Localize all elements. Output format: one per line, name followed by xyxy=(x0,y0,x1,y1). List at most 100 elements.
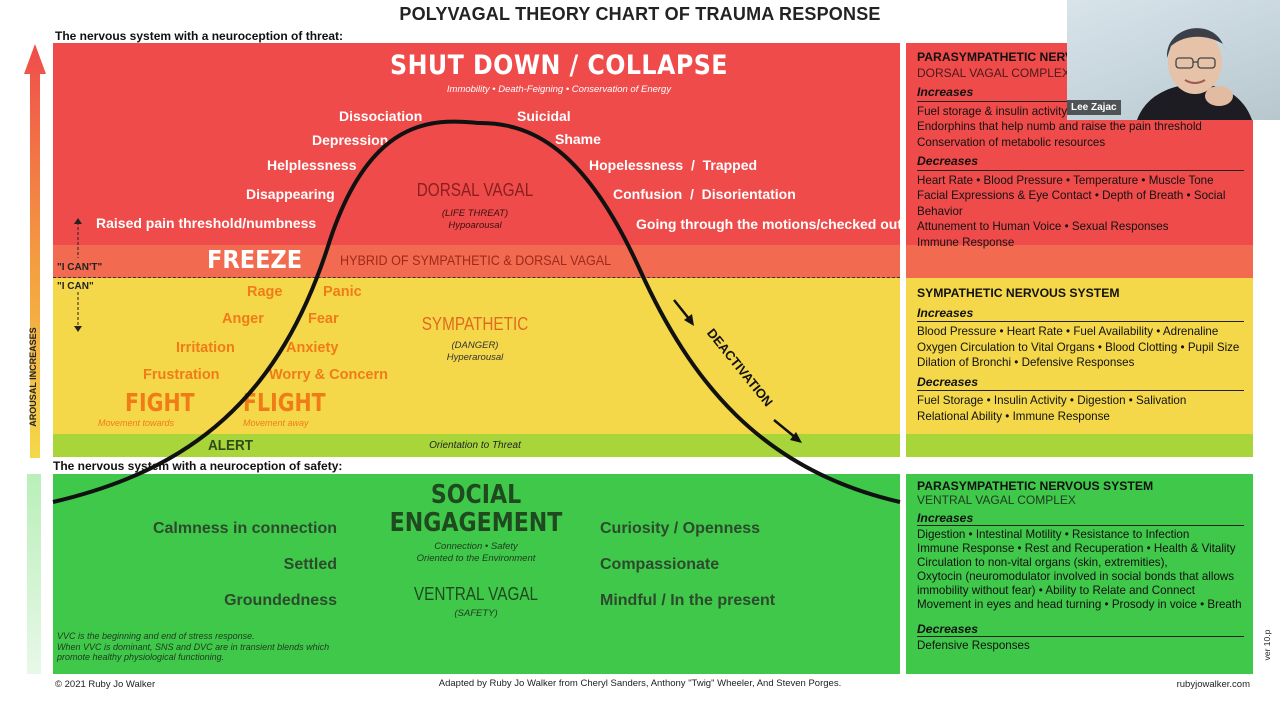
hypoarousal-label: Hypoarousal xyxy=(448,220,502,231)
panel-ventral-dec-item: Defensive Responses xyxy=(917,639,1030,652)
panel-symp-dec-label: Decreases xyxy=(917,375,1244,391)
panel-ventral-heading: PARASYMPATHETIC NERVOUS SYSTEM xyxy=(917,479,1154,493)
vvc-note-line: promote healthy physiological functionin… xyxy=(57,652,225,662)
vvc-note-line: VVC is the beginning and end of stress r… xyxy=(57,631,255,641)
panel-ventral-inc-item: Immune Response • Rest and Recuperation … xyxy=(917,542,1236,555)
ventral-vagal-label: VENTRAL VAGAL xyxy=(413,584,539,604)
word-confusion: Confusion / Disorientation xyxy=(613,186,796,202)
word-depression: Depression xyxy=(312,132,389,148)
panel-symp-inc-item: Dilation of Bronchi • Defensive Response… xyxy=(917,356,1135,369)
word-shame: Shame xyxy=(555,131,601,147)
panel-dorsal-dec-item: Facial Expressions & Eye Contact • Depth… xyxy=(917,189,1226,218)
word-mindful: Mindful / In the present xyxy=(600,592,776,609)
safety-heading: The nervous system with a neuroception o… xyxy=(53,459,343,473)
panel-symp-inc-item: Blood Pressure • Heart Rate • Fuel Avail… xyxy=(917,325,1219,338)
danger-label: (DANGER) xyxy=(451,340,499,351)
shutdown-title: SHUT DOWN / COLLAPSE xyxy=(390,50,728,81)
word-anxiety: Anxiety xyxy=(286,340,339,356)
fight-title: FIGHT xyxy=(125,388,195,417)
fight-sub: Movement towards xyxy=(98,418,175,428)
sympathetic-zone xyxy=(53,278,900,434)
word-worry: Worry & Concern xyxy=(269,367,388,383)
shutdown-subtitle: Immobility • Death-Feigning • Conservati… xyxy=(446,84,672,95)
word-dissociation: Dissociation xyxy=(339,108,423,124)
copyright: © 2021 Ruby Jo Walker xyxy=(55,679,156,690)
panel-symp-dec-item: Fuel Storage • Insulin Activity • Digest… xyxy=(917,394,1187,407)
panel-dorsal-dec-item: Immune Response xyxy=(917,235,1015,249)
word-rage: Rage xyxy=(247,284,283,300)
freeze-zone xyxy=(53,245,900,278)
panel-ventral-sub: VENTRAL VAGAL COMPLEX xyxy=(917,493,1076,507)
word-suicidal: Suicidal xyxy=(517,108,571,124)
word-disappearing: Disappearing xyxy=(246,186,335,202)
panel-ventral-inc-label: Increases xyxy=(917,511,1244,526)
shutdown-zone xyxy=(53,43,900,245)
word-fear: Fear xyxy=(308,311,339,327)
panel-symp-inc-item: Oxygen Circulation to Vital Organs • Blo… xyxy=(917,340,1240,354)
panel-ventral-bg xyxy=(906,474,1253,674)
life-threat-label: (LIFE THREAT) xyxy=(441,208,509,219)
panel-symp-dec-item: Relational Ability • Immune Response xyxy=(917,409,1110,423)
site-link: rubyjowalker.com xyxy=(1176,679,1250,690)
version-wrap: ver 10.p xyxy=(1250,630,1280,661)
oriented-label: Oriented to the Environment xyxy=(416,553,536,564)
threshold-line xyxy=(53,277,900,278)
page-title: POLYVAGAL THEORY CHART OF TRAUMA RESPONS… xyxy=(399,4,881,24)
panel-ventral-inc-item: Circulation to non-vital organs (skin, e… xyxy=(917,556,1168,569)
deactivation-arrow-top-icon xyxy=(672,298,698,333)
threat-heading: The nervous system with a neuroception o… xyxy=(55,29,344,43)
hyperarousal-label: Hyperarousal xyxy=(446,352,504,363)
safety-bar xyxy=(27,474,41,674)
dorsal-vagal-label: DORSAL VAGAL xyxy=(416,180,534,200)
freeze-title: FREEZE xyxy=(207,245,303,274)
word-panic: Panic xyxy=(323,284,362,300)
safety-label: (SAFETY) xyxy=(454,608,498,619)
alert-label: ALERT xyxy=(208,437,253,454)
word-compassionate: Compassionate xyxy=(600,556,720,573)
word-hopelessness: Hopelessness / Trapped xyxy=(589,157,758,173)
panel-dorsal-inc-item: Conservation of metabolic resources xyxy=(917,135,1106,149)
vvc-note: VVC is the beginning and end of stress r… xyxy=(57,631,329,663)
word-raised-pain: Raised pain threshold/numbness xyxy=(96,215,317,231)
ventral-zone xyxy=(53,474,900,674)
word-helplessness: Helplessness xyxy=(267,157,357,173)
panel-symp-heading: SYMPATHETIC NERVOUS SYSTEM xyxy=(917,286,1120,300)
word-settled: Settled xyxy=(283,556,337,573)
panel-ventral-inc-item: Digestion • Intestinal Motility • Resist… xyxy=(917,528,1190,541)
engagement-title: ENGAGEMENT xyxy=(389,508,563,538)
word-anger: Anger xyxy=(222,311,264,327)
panel-ventral-inc-item: immobility without fear) • Ability to Re… xyxy=(917,584,1195,597)
i-can-label: "I CAN" xyxy=(57,281,94,292)
panel-symp-inc-label: Increases xyxy=(917,306,1244,322)
panel-dorsal: PARASYMPATHETIC NERVOUS SYSTEM DORSAL VA… xyxy=(917,50,1252,250)
flight-sub: Movement away xyxy=(243,418,309,428)
i-cant-label: "I CAN'T" xyxy=(57,262,103,273)
connection-safety-label: Connection • Safety xyxy=(434,541,518,552)
video-tile[interactable]: Lee Zajac xyxy=(1067,0,1280,120)
word-going-through: Going through the motions/checked out xyxy=(636,216,902,232)
panel-alert-bg xyxy=(906,434,1253,457)
alert-zone xyxy=(53,434,900,457)
double-arrow-icon xyxy=(72,218,84,267)
sympathetic-label: SYMPATHETIC xyxy=(421,314,529,334)
word-groundedness: Groundedness xyxy=(224,592,337,609)
panel-ventral-dec-label: Decreases xyxy=(917,622,1244,637)
panel-dorsal-sub: DORSAL VAGAL COMPLEX xyxy=(917,65,1070,80)
panel-dorsal-dec-label: Decreases xyxy=(917,154,1244,171)
word-frustration: Frustration xyxy=(143,367,220,383)
panel-ventral: PARASYMPATHETIC NERVOUS SYSTEM VENTRAL V… xyxy=(917,479,1252,653)
person-avatar xyxy=(1137,28,1252,120)
double-arrow-down-icon xyxy=(72,292,84,337)
panel-dorsal-inc-item: Endorphins that help numb and raise the … xyxy=(917,120,1202,133)
vvc-note-line: When VVC is dominant, SNS and DVC are in… xyxy=(57,641,330,652)
panel-symp: SYMPATHETIC NERVOUS SYSTEM Increases Blo… xyxy=(917,286,1252,424)
word-curiosity: Curiosity / Openness xyxy=(600,520,761,537)
panel-dorsal-dec-item: Attunement to Human Voice • Sexual Respo… xyxy=(917,220,1169,233)
panel-freeze-bg xyxy=(906,245,1253,278)
panel-ventral-inc-item: Oxytocin (neuromodulator involved in soc… xyxy=(917,570,1235,583)
version-label: ver 10.p xyxy=(1262,629,1272,661)
panel-symp-bg xyxy=(906,278,1253,434)
hybrid-label: HYBRID OF SYMPATHETIC & DORSAL VAGAL xyxy=(340,252,612,268)
panel-dorsal-inc-item: Fuel storage & insulin activity xyxy=(917,104,1068,118)
